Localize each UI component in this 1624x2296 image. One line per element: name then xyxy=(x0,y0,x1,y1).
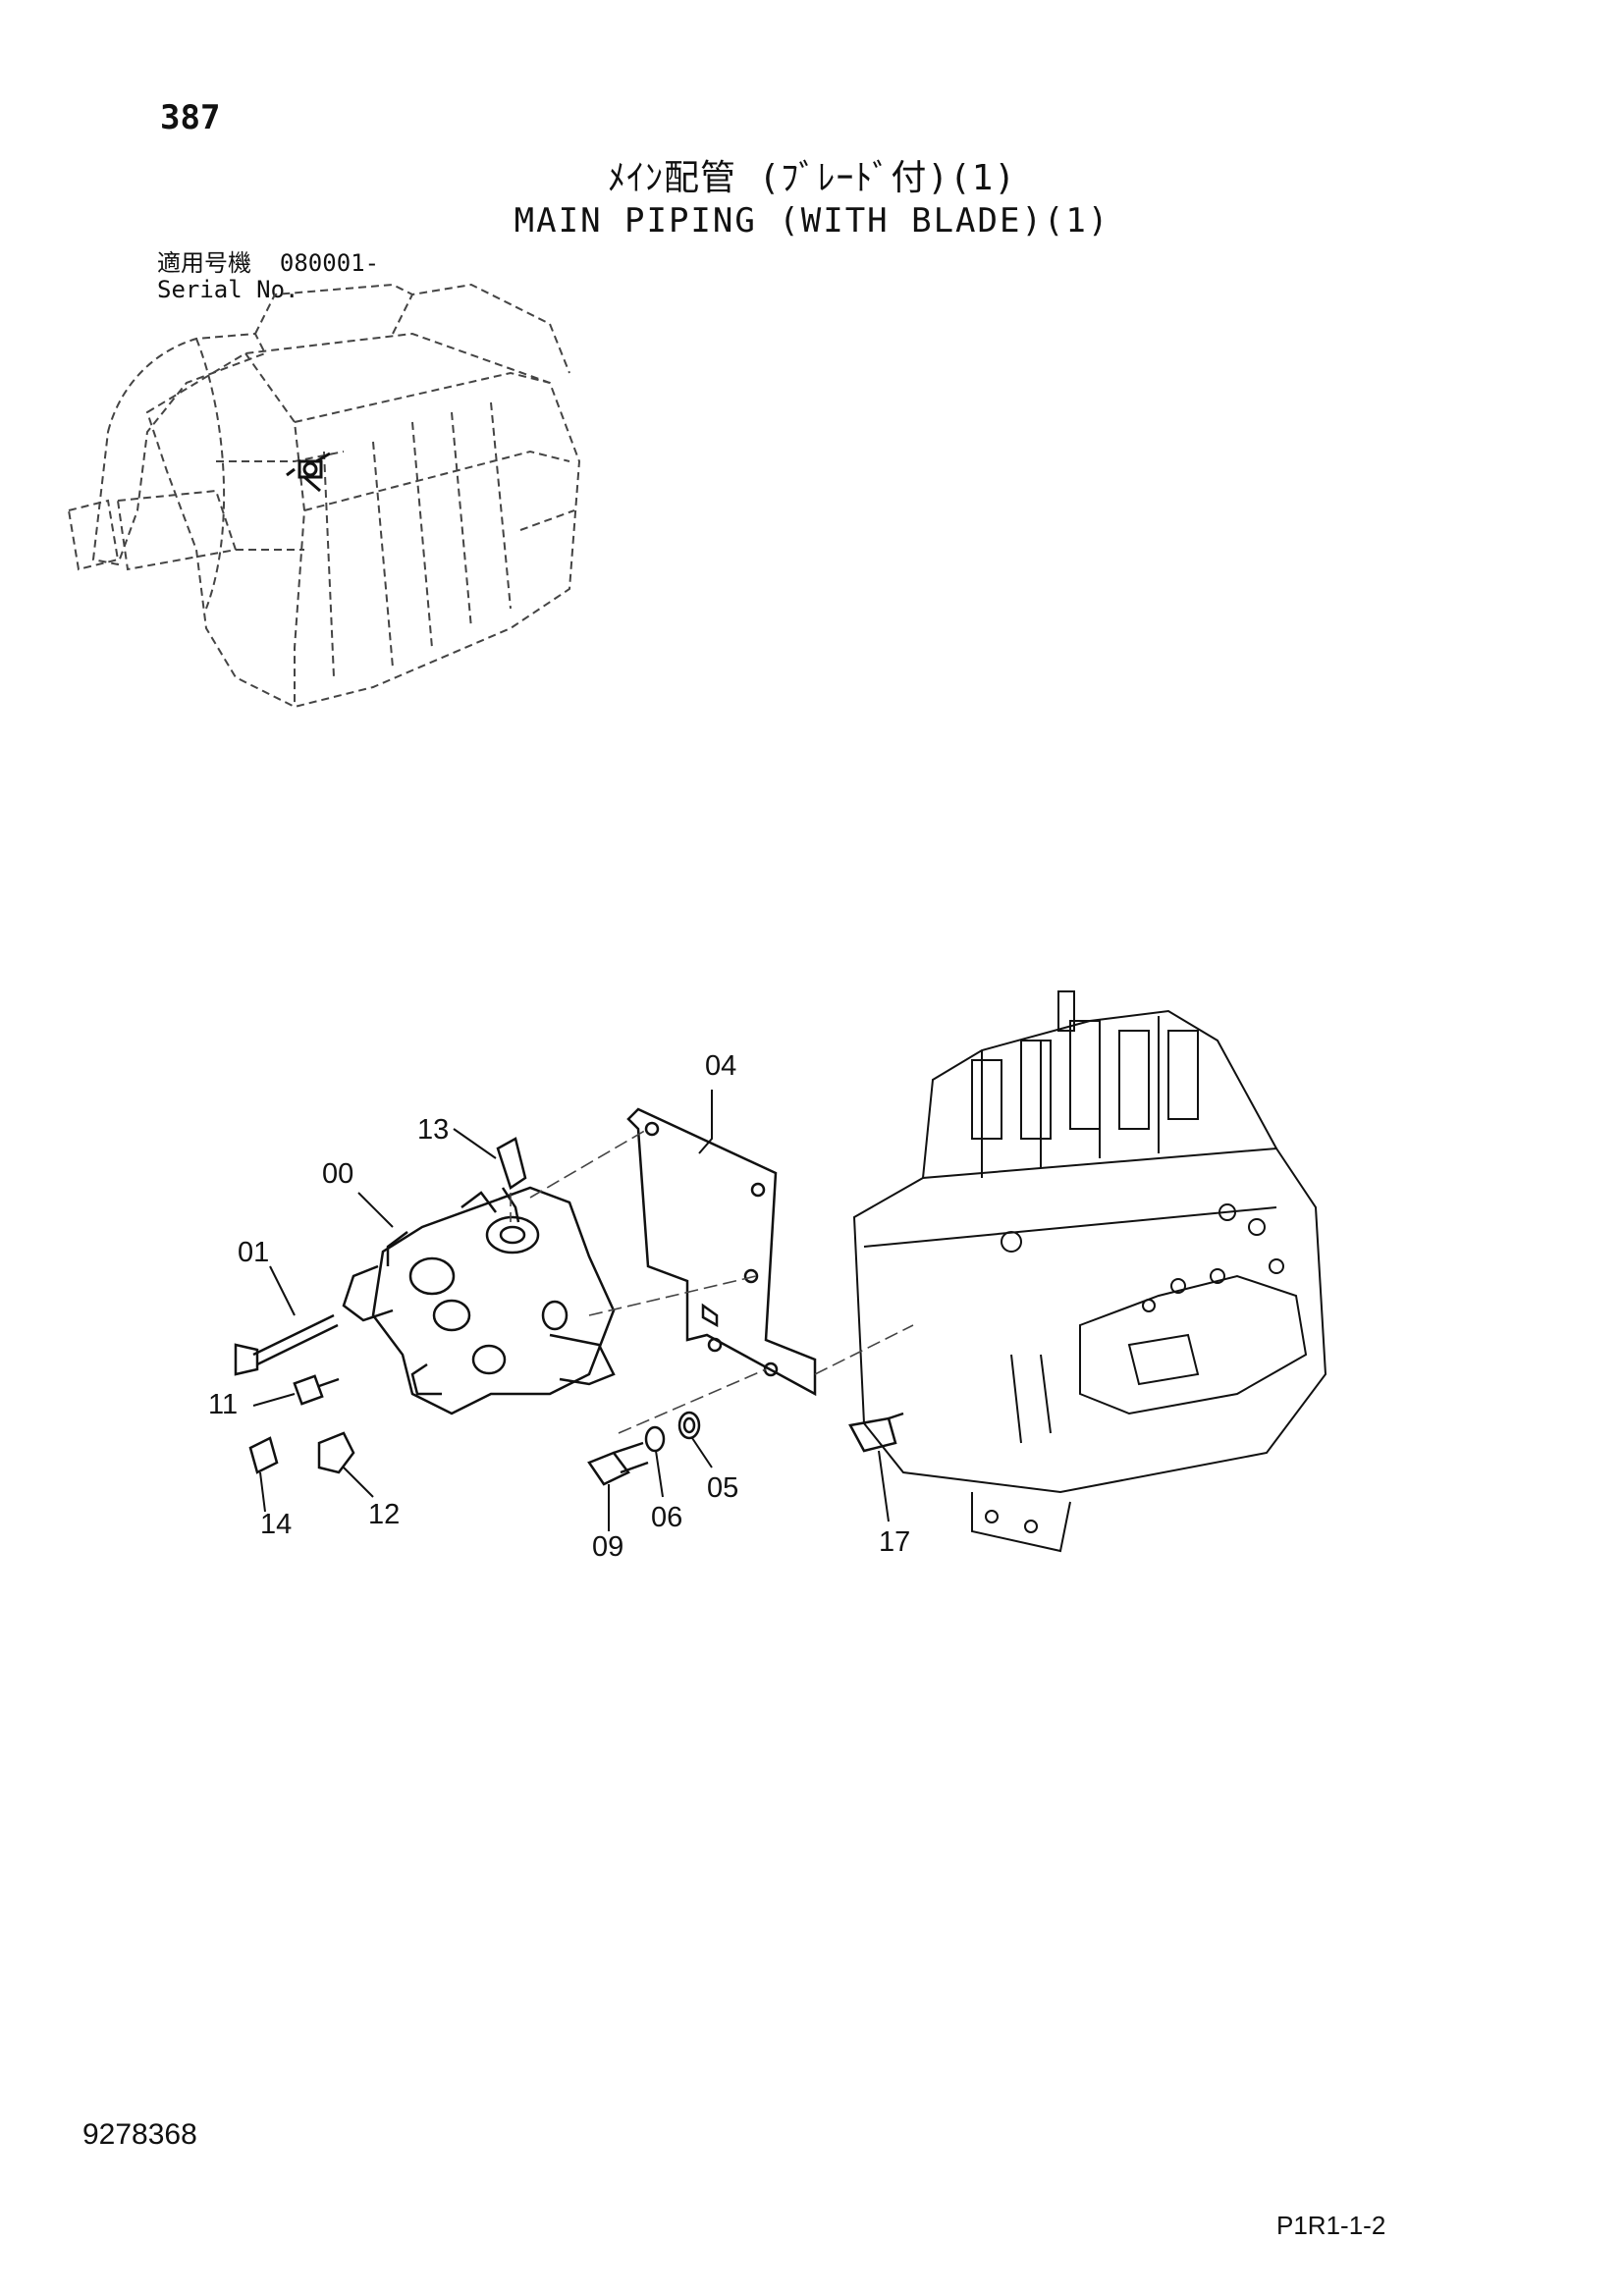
serial-label-japanese: 適用号機 xyxy=(157,249,251,277)
callout-13: 13 xyxy=(417,1114,449,1146)
document-number: 9278368 xyxy=(82,2118,197,2151)
callout-04: 04 xyxy=(705,1050,736,1082)
fitting-14 xyxy=(248,1436,279,1474)
callout-06: 06 xyxy=(651,1502,682,1533)
bolt-09 xyxy=(587,1441,649,1486)
leader-lines xyxy=(252,1090,890,1531)
fitting-12 xyxy=(317,1431,355,1474)
valve-body xyxy=(342,1186,616,1415)
excavator-location-view xyxy=(67,283,581,709)
page-title-japanese: ﾒｲﾝ配管 (ﾌﾞﾚｰﾄﾞ付)(1) xyxy=(607,158,1017,198)
bracket-plate xyxy=(626,1107,817,1397)
fitting-13 xyxy=(496,1137,527,1223)
assembly-lines xyxy=(510,1128,914,1434)
page-title: MAIN PIPING (WITH BLADE)(1) xyxy=(514,201,1110,240)
washer-06 xyxy=(644,1425,666,1453)
callout-17: 17 xyxy=(879,1526,910,1558)
serial-label: Serial No. xyxy=(157,276,299,303)
page-code: P1R1-1-2 xyxy=(1276,2211,1386,2240)
serial-range: 080001- xyxy=(279,249,380,277)
callout-09: 09 xyxy=(592,1531,623,1563)
callout-05: 05 xyxy=(707,1472,738,1504)
callout-01: 01 xyxy=(238,1237,269,1268)
callout-12: 12 xyxy=(368,1499,400,1530)
callout-11: 11 xyxy=(208,1389,238,1420)
callout-00: 00 xyxy=(322,1158,353,1190)
location-marker-icon xyxy=(286,452,331,493)
washer-05 xyxy=(677,1411,701,1440)
callout-14: 14 xyxy=(260,1509,292,1540)
fitting-11 xyxy=(293,1374,340,1406)
fitting-17 xyxy=(848,1412,904,1453)
page-number: 387 xyxy=(160,98,221,137)
control-valve-assembly xyxy=(852,990,1327,1553)
serial-info: 適用号機 080001- Serial No. xyxy=(157,250,379,303)
bolt-01 xyxy=(234,1313,339,1376)
